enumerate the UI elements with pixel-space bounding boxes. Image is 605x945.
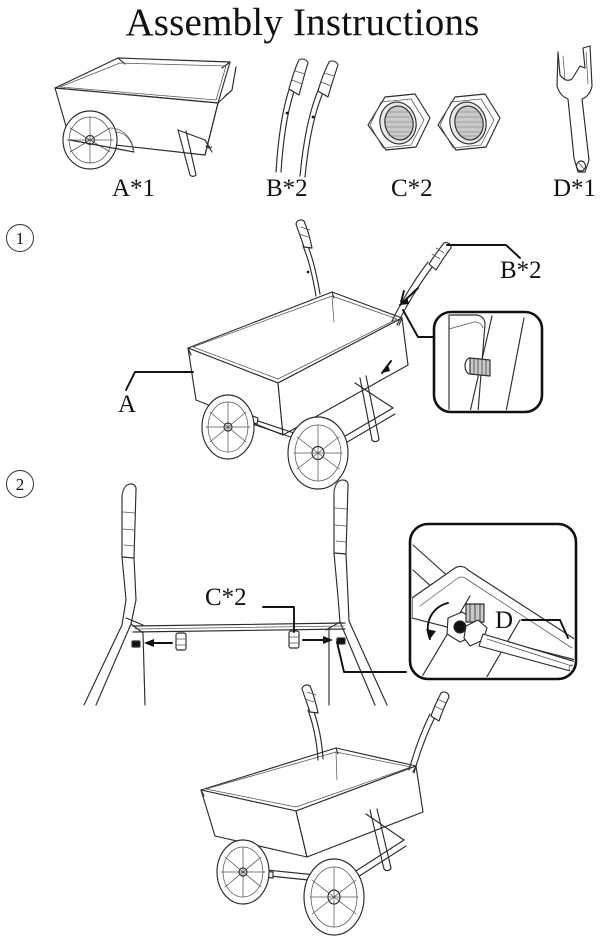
step2-detail-bubble: [408, 522, 578, 681]
part-d-illustration: [556, 45, 593, 173]
hex-nut-2: [437, 93, 501, 151]
step2-callout-d: D: [495, 607, 514, 634]
wheel-front: [62, 110, 118, 170]
part-b-illustration: [275, 58, 339, 178]
part-c-illustration: [367, 93, 501, 151]
step1-cart: [125, 219, 521, 490]
step2-handle-frame: [83, 479, 407, 706]
step1-callout-a: A: [118, 391, 137, 418]
step1-wheel-left: [201, 394, 255, 460]
step2-nut-left: [175, 632, 187, 651]
assembled-cart-illustration: [200, 684, 450, 936]
step-number-1: 1: [6, 224, 34, 252]
step1-callout-b: B*2: [500, 257, 542, 284]
result-wheel-left: [216, 839, 270, 905]
part-label-a: A*1: [112, 175, 156, 202]
part-label-c: C*2: [391, 175, 433, 202]
result-wheel-right: [303, 858, 365, 936]
part-label-b: B*2: [266, 175, 308, 202]
step2-callout-c: C*2: [205, 584, 247, 611]
step1-wheel-right: [287, 416, 349, 490]
part-label-d: D*1: [553, 175, 597, 202]
step-number-2: 2: [6, 470, 34, 498]
part-a-illustration: [54, 57, 237, 177]
hex-nut-1: [367, 93, 431, 151]
page-title: Assembly Instructions: [125, 1, 480, 44]
step1-detail-bubble: [432, 310, 544, 414]
wheel-rear: [109, 127, 135, 153]
